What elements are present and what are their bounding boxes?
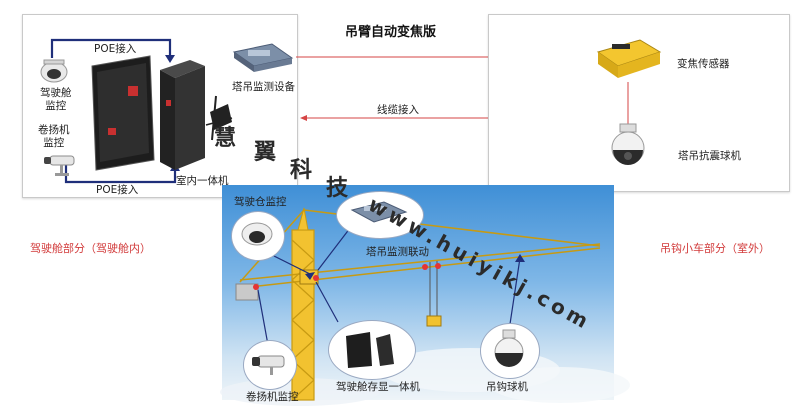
poe-bottom-arrow	[64, 162, 177, 184]
hook-dome-label: 吊钩球机	[486, 381, 528, 393]
recorder-monitor-icon	[91, 55, 155, 171]
poe-bottom-label: POE接入	[96, 184, 139, 196]
linkage-device-icon	[350, 201, 408, 223]
hook-dome-icon	[494, 329, 524, 367]
watermark-char-2: 翼	[254, 140, 277, 165]
cab-storage-label: 驾驶舱存显一体机	[336, 381, 420, 393]
watermark-char-1: 慧	[214, 126, 237, 151]
crane-apex	[297, 207, 309, 231]
anti-shake-dome-label: 塔吊抗震球机	[678, 150, 741, 162]
hook-block	[426, 315, 442, 327]
cab-section-tag: 驾驶舱部分（驾驶舱内）	[30, 242, 151, 255]
winch-cam-label: 卷扬机 监控	[38, 124, 70, 149]
monitor-device-label: 塔吊监测设备	[232, 81, 295, 93]
zoom-sensor-icon	[596, 39, 662, 78]
winch-monitor-label: 卷扬机监控	[246, 391, 299, 403]
cab-storage-bubble	[328, 320, 416, 380]
anti-shake-dome-icon	[611, 123, 645, 165]
storage-unit-icon	[346, 332, 394, 368]
cab-monitor-camera-icon	[241, 222, 273, 246]
cab-dome-camera-icon	[40, 59, 68, 83]
winch-monitor-bubble	[243, 340, 297, 390]
bracket-mount-icon	[205, 95, 233, 141]
monitoring-device-icon	[232, 43, 294, 72]
all-in-one-label: 室内一体机	[176, 175, 229, 187]
poe-top-label: POE接入	[94, 43, 137, 55]
linkage-label: 塔吊监测联动	[366, 246, 429, 258]
trolley-section-tag: 吊钩小车部分（室外）	[660, 242, 770, 255]
diagram-title: 吊臂自动变焦版	[345, 25, 437, 40]
watermark-char-3: 科	[290, 158, 313, 183]
driver-cam-label: 驾驶舱 监控	[40, 87, 72, 112]
cab-monitor-label: 驾驶仓监控	[234, 196, 287, 208]
winch-camera-icon	[252, 355, 285, 375]
zoom-sensor-label: 变焦传感器	[677, 58, 730, 70]
poe-top-arrowhead	[165, 55, 175, 63]
crane-mast	[291, 229, 315, 401]
winch-bullet-camera-icon	[44, 155, 75, 176]
poe-top-arrow	[50, 38, 172, 58]
cable-label: 线缆接入	[377, 104, 419, 116]
watermark-char-4: 技	[326, 176, 349, 201]
all-in-one-box-icon	[160, 60, 205, 170]
